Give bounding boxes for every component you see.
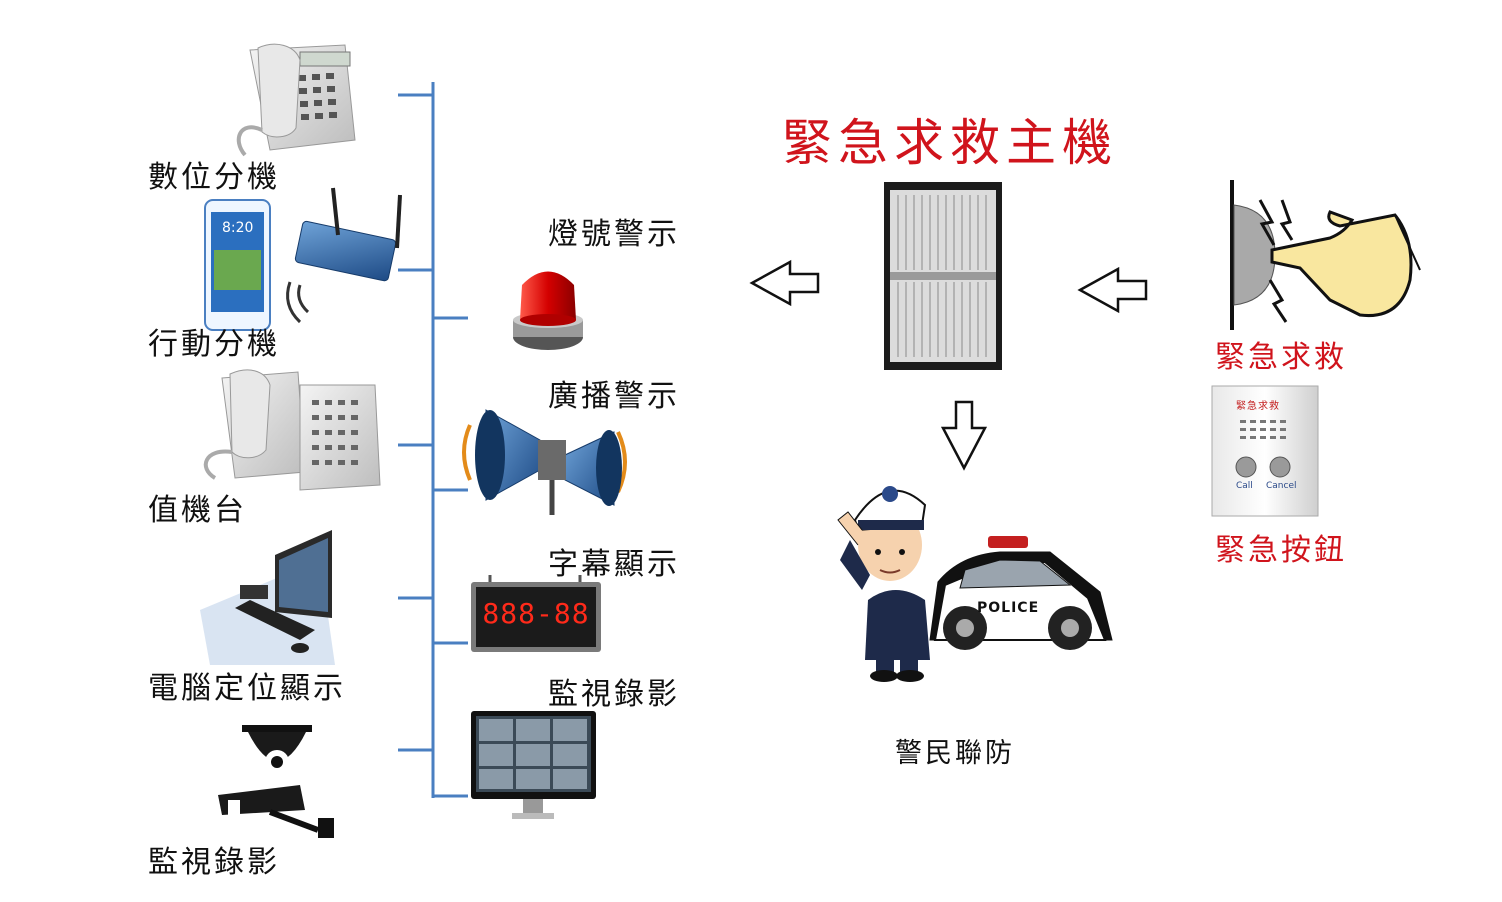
- police-car-text: POLICE: [977, 600, 1040, 616]
- label-caption-display: 字幕顯示: [548, 547, 680, 582]
- police-officer-car-icon: [837, 486, 1113, 682]
- panel-title-text: 緊急求救: [1236, 401, 1280, 412]
- press-button-hand-icon: [1230, 180, 1421, 330]
- led-display-text: 888-88: [482, 597, 590, 630]
- label-emergency-button: 緊急按鈕: [1215, 533, 1347, 568]
- panel-cancel-label: Cancel: [1266, 481, 1297, 491]
- label-police-civil-defense: 警民聯防: [895, 738, 1015, 769]
- bus-lines: [398, 82, 468, 798]
- label-emergency-help: 緊急求救: [1215, 340, 1347, 375]
- arrow-host-to-outputs: [749, 259, 820, 307]
- label-operator-console: 值機台: [148, 493, 247, 528]
- arrow-inputs-to-host: [1077, 266, 1148, 314]
- label-cctv-recording: 監視錄影: [148, 845, 280, 880]
- label-broadcast-alert: 廣播警示: [548, 379, 680, 414]
- video-wall-icon: [471, 711, 596, 819]
- desk-phone-icon: [236, 43, 356, 157]
- main-title: 緊急求救主機: [782, 114, 1118, 172]
- label-digital-extension: 數位分機: [148, 160, 280, 195]
- emergency-panel-icon: [1211, 385, 1319, 517]
- loudspeaker-icon: [462, 409, 627, 515]
- label-video-surveillance: 監視錄影: [548, 677, 680, 712]
- panel-call-label: Call: [1236, 481, 1253, 491]
- computer-monitor-icon: [200, 530, 335, 665]
- label-computer-location-display: 電腦定位顯示: [148, 671, 346, 706]
- beacon-light-icon: [513, 271, 583, 350]
- svg-text:8:20: 8:20: [222, 220, 253, 236]
- label-beacon-alert: 燈號警示: [548, 217, 680, 252]
- operator-console-icon: [203, 369, 381, 491]
- cctv-camera-icon: [218, 725, 334, 838]
- arrow-host-to-police: [940, 400, 988, 471]
- label-mobile-extension: 行動分機: [148, 327, 280, 362]
- smartphone-router-icon: 8:20: [204, 187, 402, 331]
- led-display-icon: [471, 575, 601, 652]
- main-host-rack-icon: [884, 182, 1002, 370]
